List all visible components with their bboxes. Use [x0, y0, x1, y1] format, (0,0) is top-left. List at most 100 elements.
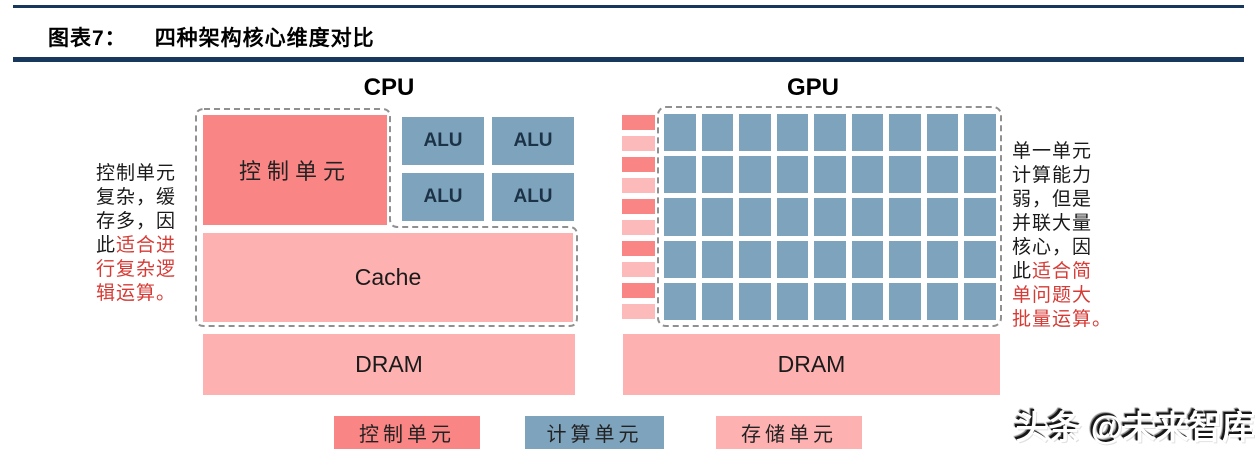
- legend-item-control: 控制单元: [334, 416, 480, 449]
- gpu-core-cell: [964, 114, 996, 152]
- gpu-core-cell: [889, 198, 921, 236]
- gpu-core-cell: [664, 198, 696, 236]
- gpu-core-grid-frame: [657, 106, 1002, 327]
- annotation-line: 存多，因: [96, 211, 177, 232]
- gpu-memory-bar: [622, 220, 655, 235]
- cpu-dram-block: DRAM: [203, 334, 575, 395]
- legend-item-storage: 存储单元: [716, 416, 862, 449]
- annotation-line: 并联大量: [1012, 213, 1093, 234]
- cpu-control-unit-block: 控制单元: [203, 115, 387, 225]
- cpu-dram-label: DRAM: [355, 351, 423, 377]
- gpu-memory-bar: [622, 283, 655, 298]
- gpu-core-cell: [851, 114, 884, 152]
- gpu-core-cell: [964, 156, 996, 194]
- annotation-line: 此适合进: [96, 235, 177, 256]
- gpu-memory-bar: [622, 304, 655, 319]
- gpu-core-cell: [776, 156, 809, 194]
- gpu-core-cell: [889, 240, 921, 278]
- legend-item-compute: 计算单元: [525, 416, 664, 449]
- gpu-annotation: 单一单元 计算能力 弱，但是 并联大量 核心，因 此适合简 单问题大 批量运算。: [1012, 140, 1112, 332]
- gpu-core-cell: [964, 198, 996, 236]
- annotation-line: 核心，因: [1012, 237, 1093, 258]
- gpu-core-cell: [964, 240, 996, 278]
- gpu-core-cell: [926, 282, 959, 320]
- cpu-control-unit-label: 控制单元: [238, 159, 351, 184]
- gpu-core-cell: [701, 156, 734, 194]
- gpu-memory-bar: [622, 241, 655, 256]
- gpu-core-cell: [776, 114, 809, 152]
- gpu-memory-bars: [622, 115, 655, 325]
- gpu-core-cell: [776, 282, 809, 320]
- gpu-core-cell: [851, 198, 884, 236]
- gpu-core-cell: [926, 114, 959, 152]
- annotation-line: 单问题大: [1012, 285, 1093, 306]
- annotation-line: 批量运算。: [1012, 309, 1113, 330]
- cpu-cache-block: Cache: [203, 233, 573, 322]
- gpu-core-cell: [701, 114, 734, 152]
- annotation-line: 单一单元: [1012, 141, 1093, 162]
- alu-label: ALU: [423, 130, 463, 151]
- gpu-memory-bar: [622, 115, 655, 130]
- cpu-alu-block-2: ALU: [492, 117, 574, 165]
- gpu-core-cell: [814, 114, 846, 152]
- alu-label: ALU: [423, 186, 463, 207]
- figure-title: 四种架构核心维度对比: [154, 27, 375, 50]
- gpu-core-cell: [739, 282, 771, 320]
- gpu-core-cell: [664, 282, 696, 320]
- gpu-core-cell: [889, 282, 921, 320]
- gpu-core-cell: [664, 156, 696, 194]
- cpu-alu-block-1: ALU: [402, 117, 484, 165]
- gpu-core-cell: [814, 156, 846, 194]
- gpu-core-cell: [926, 198, 959, 236]
- gpu-dram-block: DRAM: [623, 334, 1000, 395]
- gpu-title: GPU: [786, 74, 839, 101]
- annotation-line: 复杂，缓: [96, 187, 177, 208]
- gpu-core-cell: [739, 114, 771, 152]
- cpu-title: CPU: [363, 74, 415, 101]
- annotation-line: 控制单元: [96, 163, 177, 184]
- gpu-memory-bar: [622, 178, 655, 193]
- gpu-core-cell: [889, 156, 921, 194]
- gpu-memory-bar: [622, 136, 655, 151]
- gpu-core-cell: [701, 198, 734, 236]
- gpu-core-cell: [739, 156, 771, 194]
- cpu-alu-block-4: ALU: [492, 173, 574, 221]
- gpu-memory-bar: [622, 199, 655, 214]
- gpu-core-cell: [739, 240, 771, 278]
- gpu-core-grid: [664, 114, 996, 320]
- gpu-core-cell: [926, 156, 959, 194]
- gpu-memory-bar: [622, 157, 655, 172]
- accent-rule-top: [13, 5, 1244, 8]
- gpu-core-cell: [739, 198, 771, 236]
- gpu-core-cell: [889, 114, 921, 152]
- annotation-line: 辑运算。: [96, 283, 177, 304]
- gpu-memory-bar: [622, 262, 655, 277]
- annotation-line: 弱，但是: [1012, 189, 1093, 210]
- cpu-annotation: 控制单元 复杂，缓 存多，因 此适合进 行复杂逻 辑运算。: [96, 162, 176, 306]
- figure-title-bar: 图表7： 四种架构核心维度对比: [48, 22, 375, 52]
- gpu-core-cell: [814, 282, 846, 320]
- alu-label: ALU: [513, 186, 553, 207]
- accent-rule-bottom: [13, 57, 1244, 62]
- gpu-core-cell: [851, 156, 884, 194]
- gpu-core-cell: [926, 240, 959, 278]
- annotation-line: 此适合简: [1012, 261, 1093, 282]
- gpu-dram-label: DRAM: [777, 351, 846, 377]
- gpu-core-cell: [664, 240, 696, 278]
- gpu-core-cell: [814, 198, 846, 236]
- gpu-core-cell: [964, 282, 996, 320]
- cpu-alu-block-3: ALU: [402, 173, 484, 221]
- gpu-core-cell: [701, 282, 734, 320]
- cpu-cache-label: Cache: [354, 264, 422, 290]
- annotation-line: 计算能力: [1012, 165, 1093, 186]
- gpu-core-cell: [776, 198, 809, 236]
- watermark: 头条 @未来智库: [1015, 409, 1255, 446]
- figure-label: 图表7：: [48, 27, 127, 50]
- gpu-core-cell: [664, 114, 696, 152]
- gpu-core-cell: [851, 282, 884, 320]
- annotation-line: 行复杂逻: [96, 259, 177, 280]
- gpu-core-cell: [851, 240, 884, 278]
- gpu-core-cell: [814, 240, 846, 278]
- gpu-core-cell: [776, 240, 809, 278]
